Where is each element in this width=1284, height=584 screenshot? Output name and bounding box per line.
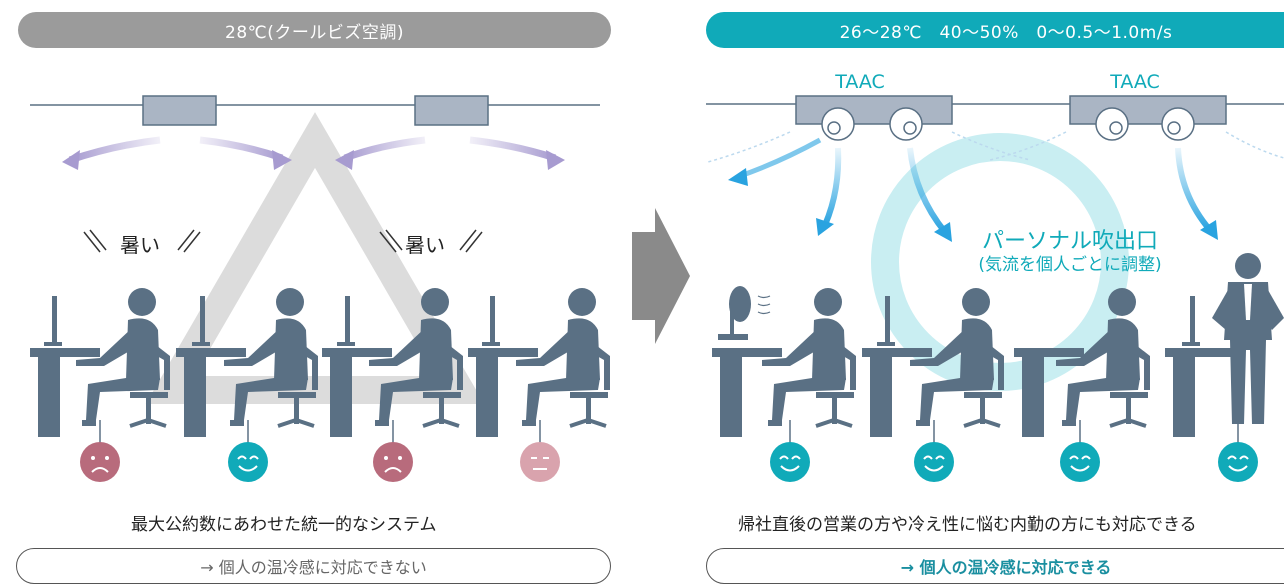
left-caption: 最大公約数にあわせた統一的なシステム — [131, 515, 437, 535]
face-neutral-icon — [520, 420, 560, 482]
hot-label-text-1: 暑い — [120, 233, 160, 257]
face-happy-icon — [1218, 424, 1258, 482]
taac-unit-2 — [1069, 95, 1227, 141]
right-workstation-3 — [1014, 286, 1152, 437]
hot-label-1: 暑い — [83, 229, 201, 257]
callout-title: パーソナル吹出口 — [982, 229, 1158, 254]
face-happy-icon — [1060, 420, 1100, 482]
left-panel-header: 28℃(クールビズ空調) — [18, 12, 611, 48]
hot-label-text-2: 暑い — [405, 233, 445, 257]
taac-unit-1 — [795, 95, 953, 141]
left-workstation-2 — [176, 286, 320, 437]
taac-label-2: TAAC — [1109, 71, 1160, 93]
right-footer: → 個人の温冷感に対応できる — [706, 548, 1284, 584]
left-workstation-3 — [322, 286, 465, 437]
left-workstation-1 — [30, 286, 172, 437]
callout-subtitle: (気流を個人ごとに調整) — [978, 255, 1161, 275]
taac-label-1: TAAC — [834, 71, 885, 93]
ceiling-unit-left-1 — [142, 95, 217, 126]
left-workstation-4 — [468, 286, 612, 437]
face-happy-icon — [914, 420, 954, 482]
transition-arrow-icon — [632, 208, 690, 344]
right-caption: 帰社直後の営業の方や冷え性に悩む内勤の方にも対応できる — [738, 515, 1197, 535]
face-sad-icon — [80, 420, 120, 482]
face-happy-icon — [228, 420, 268, 482]
left-footer: → 個人の温冷感に対応できない — [16, 548, 611, 584]
right-panel-header: 26〜28℃ 40〜50% 0〜0.5〜1.0m/s — [706, 12, 1284, 48]
face-happy-icon — [770, 420, 810, 482]
ceiling-unit-left-2 — [414, 95, 489, 126]
right-workstation-4 — [1165, 253, 1284, 437]
desk-fan-icon — [718, 286, 771, 340]
face-sad-icon — [373, 420, 413, 482]
hot-label-2: 暑い — [379, 229, 483, 257]
